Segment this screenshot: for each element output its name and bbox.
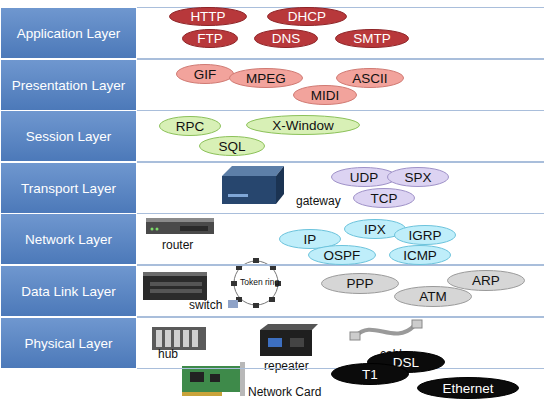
protocol-oval: PPP <box>321 273 399 294</box>
oval-shape <box>448 270 525 290</box>
protocol-name: DNS <box>272 31 301 46</box>
oval-shape <box>395 286 472 306</box>
protocol-oval: ICMP <box>389 245 451 265</box>
oval-shape <box>200 137 265 156</box>
oval-shape <box>294 86 357 105</box>
network-card <box>182 362 245 396</box>
protocol-name: MIDI <box>311 88 340 103</box>
oval-shape <box>337 69 404 88</box>
oval-shape <box>170 7 247 25</box>
protocol-oval: DHCP <box>267 7 347 26</box>
protocol-oval: ARP <box>447 270 525 291</box>
oval-shape <box>309 246 376 265</box>
protocol-oval: Ethernet <box>417 377 519 399</box>
protocol-name: IGRP <box>408 228 441 243</box>
layer-name: Presentation Layer <box>0 59 137 111</box>
oval-shape <box>177 65 234 84</box>
protocol-name: MPEG <box>246 71 286 86</box>
protocol-name: PPP <box>346 276 373 291</box>
protocol-name: TCP <box>371 191 398 206</box>
protocol-oval: MPEG <box>229 68 303 88</box>
protocol-name: DHCP <box>288 9 326 24</box>
layer-name: Physical Layer <box>0 317 137 369</box>
device-label: repeater <box>264 359 309 373</box>
protocol-name: ASCII <box>352 71 387 86</box>
oval-shape <box>322 273 399 293</box>
layer-name: Network Layer <box>0 213 137 265</box>
oval-shape <box>160 117 221 136</box>
layer-band: Network Layer IPX IP IGRP OSPF ICMP <box>0 213 544 265</box>
protocol-name: T1 <box>362 367 378 382</box>
protocol-oval: SMTP <box>335 29 409 48</box>
protocol-oval: RPC <box>159 116 221 136</box>
protocol-oval: SPX <box>387 167 449 187</box>
layer-name: Application Layer <box>0 7 137 59</box>
oval-shape <box>354 189 415 208</box>
protocol-name: ICMP <box>403 248 437 263</box>
protocol-oval: IGRP <box>394 225 456 245</box>
protocol-name: Ethernet <box>442 381 493 396</box>
protocol-oval: MIDI <box>293 85 357 105</box>
protocol-name: IPX <box>364 222 386 237</box>
protocol-name: GIF <box>194 67 217 82</box>
layer-band: Transport Layer UDP SPX TCP <box>0 162 544 214</box>
protocol-name: ATM <box>419 289 447 304</box>
protocol-name: ARP <box>472 273 500 288</box>
protocol-oval: X-Window <box>246 115 360 135</box>
layer-name: Data Link Layer <box>0 265 137 317</box>
router-device <box>146 218 214 234</box>
device-label: router <box>162 238 193 252</box>
layer-band: Application Layer HTTP DHCP FTP DNS SMTP <box>0 7 544 59</box>
protocol-oval: T1 <box>331 363 409 385</box>
gateway-device <box>222 166 284 204</box>
oval-shape <box>247 116 360 135</box>
device-label: Token ring <box>240 277 279 287</box>
oval-shape <box>332 168 397 187</box>
oval-shape <box>336 29 409 47</box>
protocol-name: FTP <box>197 31 223 46</box>
repeater-device <box>260 324 318 356</box>
protocol-name: SMTP <box>353 31 391 46</box>
oval-shape <box>388 168 449 187</box>
protocol-name: OSPF <box>324 248 361 263</box>
oval-shape <box>230 69 303 88</box>
protocol-oval: OSPF <box>308 245 376 265</box>
protocol-name: SQL <box>218 139 245 154</box>
protocol-oval: ASCII <box>336 68 404 88</box>
protocol-name: RPC <box>176 119 205 134</box>
layer-band: Presentation Layer GIF MPEG ASCII MIDI <box>0 59 544 111</box>
protocol-oval: GIF <box>176 64 234 84</box>
device-label: switch <box>189 298 222 312</box>
protocol-oval: FTP <box>182 29 238 48</box>
protocol-name: SPX <box>404 170 431 185</box>
oval-shape <box>418 378 519 399</box>
layer-band: Session Layer RPC X-WindowSQL <box>0 110 544 162</box>
layer-band: Physical LayerDSLT1Ethernet <box>0 317 544 369</box>
layer-name: Transport Layer <box>0 162 137 214</box>
protocol-name: IP <box>304 232 317 247</box>
protocol-oval: HTTP <box>169 7 247 26</box>
cable-drawing <box>350 320 422 340</box>
protocol-oval: ATM <box>394 286 472 307</box>
protocol-oval: SQL <box>199 136 265 156</box>
layer-name: Session Layer <box>0 110 137 162</box>
protocol-oval: TCP <box>353 188 415 208</box>
device-label: gateway <box>296 194 341 208</box>
oval-shape <box>255 29 318 47</box>
oval-shape <box>183 29 238 47</box>
protocol-name: UDP <box>350 170 379 185</box>
layer-band: Data Link Layer PPP ARP ATM <box>0 265 544 317</box>
protocol-name: X-Window <box>272 118 334 133</box>
device-label: hub <box>158 347 178 361</box>
protocol-name: HTTP <box>190 9 225 24</box>
band-background <box>137 317 544 369</box>
oval-shape <box>390 246 451 265</box>
device-label: Network Card <box>248 385 321 399</box>
oval-shape <box>332 364 409 385</box>
switch-device <box>143 272 207 300</box>
hub-device <box>152 327 206 350</box>
oval-shape <box>268 7 347 25</box>
oval-shape <box>395 226 456 245</box>
protocol-oval: DNS <box>254 29 318 48</box>
